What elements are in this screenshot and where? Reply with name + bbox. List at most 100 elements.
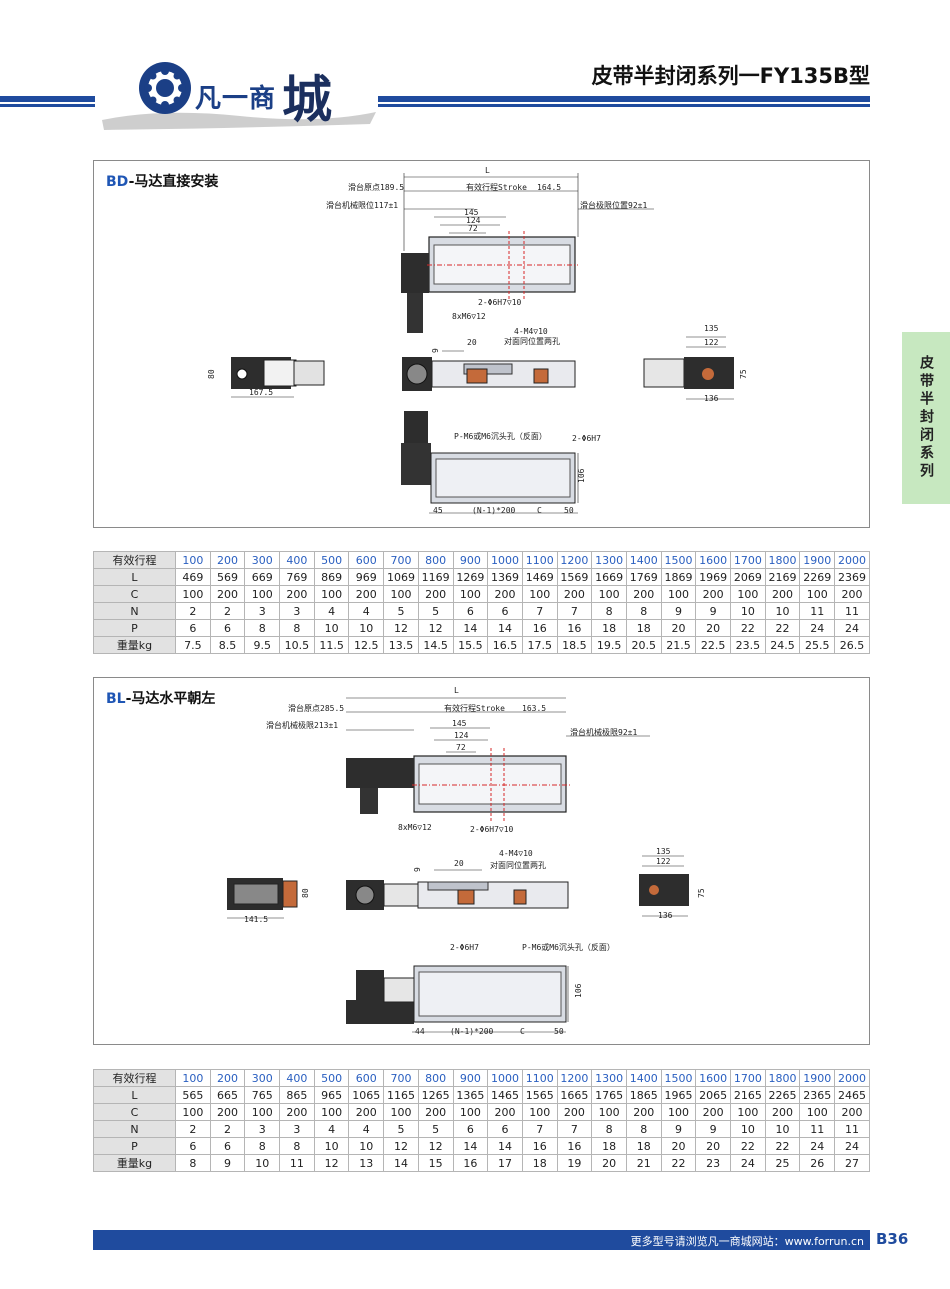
bl-label-L: L (454, 686, 459, 695)
panel-bl-code: BL (106, 691, 126, 707)
table-cell: 769 (279, 568, 315, 586)
table-cell: 23.5 (730, 636, 766, 654)
bl-label-m4-note: 对面同位置两孔 (490, 860, 546, 870)
table-cell: 200 (556, 585, 593, 603)
panel-bl-title-text: -马达水平朝左 (125, 691, 216, 707)
bl-label-44: 44 (415, 1027, 425, 1036)
table-cell: 1469 (521, 568, 558, 586)
header-bar-right (378, 96, 870, 102)
table-cell: 12 (417, 1137, 454, 1155)
table-cell: 4 (313, 1120, 350, 1138)
table-cell: 1100 (521, 551, 558, 569)
bl-top-motor (346, 758, 414, 788)
table-cell: 7 (521, 1120, 558, 1138)
table-cell: 2265 (764, 1086, 801, 1104)
table-cell: 869 (313, 568, 350, 586)
table-cell: 1569 (556, 568, 593, 586)
table-cell: 765 (244, 1086, 281, 1104)
table-cell: 1369 (487, 568, 523, 586)
table-cell: 669 (244, 568, 281, 586)
table-cell: 600 (348, 1069, 385, 1087)
table-cell: 2365 (799, 1086, 836, 1104)
table-cell: 400 (279, 551, 315, 569)
table-cell: 1269 (452, 568, 489, 586)
table-cell: 200 (556, 1103, 593, 1121)
table-cell: 13.5 (383, 636, 419, 654)
table-cell: 1265 (417, 1086, 454, 1104)
table-cell: 969 (348, 568, 385, 586)
bd-label-20: 20 (467, 338, 477, 347)
table-cell: 8 (591, 602, 627, 620)
table-cell: 3 (279, 1120, 315, 1138)
table-cell: 1465 (487, 1086, 523, 1104)
bd-label-pm6: P-M6或M6沉头孔（反面） (454, 431, 547, 441)
bd-label-hole2: 8xM6▽12 (452, 312, 486, 321)
bd-top-motor-body (407, 293, 423, 333)
table-cell: 26.5 (834, 636, 870, 654)
table-cell: 1665 (556, 1086, 593, 1104)
table-cell: 200 (209, 1069, 246, 1087)
table-cell: 965 (313, 1086, 350, 1104)
table-cell: 8 (279, 619, 315, 637)
table-cell: 200 (417, 585, 454, 603)
table-cell: 200 (417, 1103, 454, 1121)
table-cell: 1400 (625, 551, 662, 569)
table-cell: 1900 (799, 1069, 836, 1087)
table-cell: 6 (452, 602, 489, 620)
table-cell: 6 (487, 1120, 523, 1138)
table-cell: 20.5 (625, 636, 662, 654)
footer-text: 更多型号请浏览凡一商城网站：www.forrun.cn (630, 1235, 864, 1248)
bl-label-124: 124 (454, 731, 469, 740)
table-cell: 3 (244, 1120, 281, 1138)
table-cell: 100 (452, 1103, 489, 1121)
table-cell: 1800 (764, 1069, 801, 1087)
bl-label-135: 135 (656, 847, 671, 856)
logo-big-character: 城 (282, 70, 332, 129)
bl-label-50: 50 (554, 1027, 564, 1036)
table-cell: 6 (209, 1137, 246, 1155)
bd-label-75: 75 (739, 369, 748, 379)
panel-bd-code: BD (106, 174, 129, 190)
row-header: C (93, 1103, 176, 1121)
table-cell: 18 (591, 1137, 627, 1155)
table-cell: 10 (348, 619, 385, 637)
table-cell: 865 (279, 1086, 315, 1104)
table-cell: 14.5 (417, 636, 454, 654)
table-cell: 19 (556, 1154, 593, 1172)
table-cell: 9.5 (244, 636, 281, 654)
bl-label-106: 106 (574, 983, 583, 998)
row-header: 重量kg (93, 1154, 176, 1172)
table-cell: 2000 (834, 1069, 870, 1087)
table-cell: 16 (521, 619, 558, 637)
table-cell: 24 (730, 1154, 766, 1172)
bd-label-72: 72 (468, 224, 478, 233)
bd-label-C: C (537, 506, 542, 515)
table-cell: 700 (383, 1069, 419, 1087)
table-cell: 100 (660, 1103, 697, 1121)
table-cell: 18 (625, 619, 662, 637)
table-cell: 20 (695, 619, 731, 637)
page-number: B36 (876, 1230, 909, 1248)
table-cell: 9 (660, 1120, 697, 1138)
table-cell: 16 (556, 619, 593, 637)
table-cell: 20 (591, 1154, 627, 1172)
table-cell: 22 (730, 619, 766, 637)
table-cell: 300 (244, 1069, 281, 1087)
table-cell: 23 (695, 1154, 731, 1172)
table-cell: 200 (695, 1103, 731, 1121)
table-cell: 200 (348, 585, 385, 603)
row-header: L (93, 1086, 176, 1104)
table-cell: 14 (487, 1137, 523, 1155)
table-cell: 4 (348, 1120, 385, 1138)
table-cell: 7 (521, 602, 558, 620)
bd-label-hole1: 2-Φ6H7▽10 (478, 298, 522, 307)
table-cell: 13 (348, 1154, 385, 1172)
table-cell: 21 (625, 1154, 662, 1172)
